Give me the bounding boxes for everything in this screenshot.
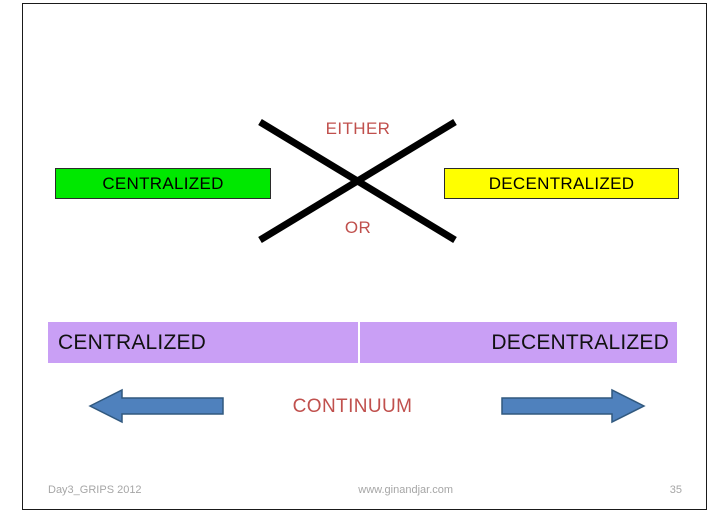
left-arrow-icon <box>88 388 224 424</box>
continuum-caption: CONTINUUM <box>292 396 413 417</box>
footer-session-label: Day3_GRIPS 2012 <box>48 484 142 496</box>
option-box-decentralized[interactable]: DECENTRALIZED <box>444 168 679 199</box>
either-label: EITHER <box>325 119 391 138</box>
or-label: OR <box>344 218 372 237</box>
continuum-bar-divider <box>358 322 360 363</box>
slide-frame-border <box>22 3 707 510</box>
footer-website-link[interactable]: www.ginandjar.com <box>358 484 454 496</box>
continuum-bar: CENTRALIZED DECENTRALIZED <box>48 322 677 363</box>
x-cross-connector <box>258 119 457 243</box>
right-arrow-icon <box>501 388 646 424</box>
continuum-left-label: CENTRALIZED <box>48 322 358 363</box>
continuum-right-label: DECENTRALIZED <box>360 322 677 363</box>
option-box-centralized[interactable]: CENTRALIZED <box>55 168 271 199</box>
slide-footer: Day3_GRIPS 2012 www.ginandjar.com 35 <box>48 482 682 498</box>
footer-slide-number: 35 <box>669 484 682 496</box>
